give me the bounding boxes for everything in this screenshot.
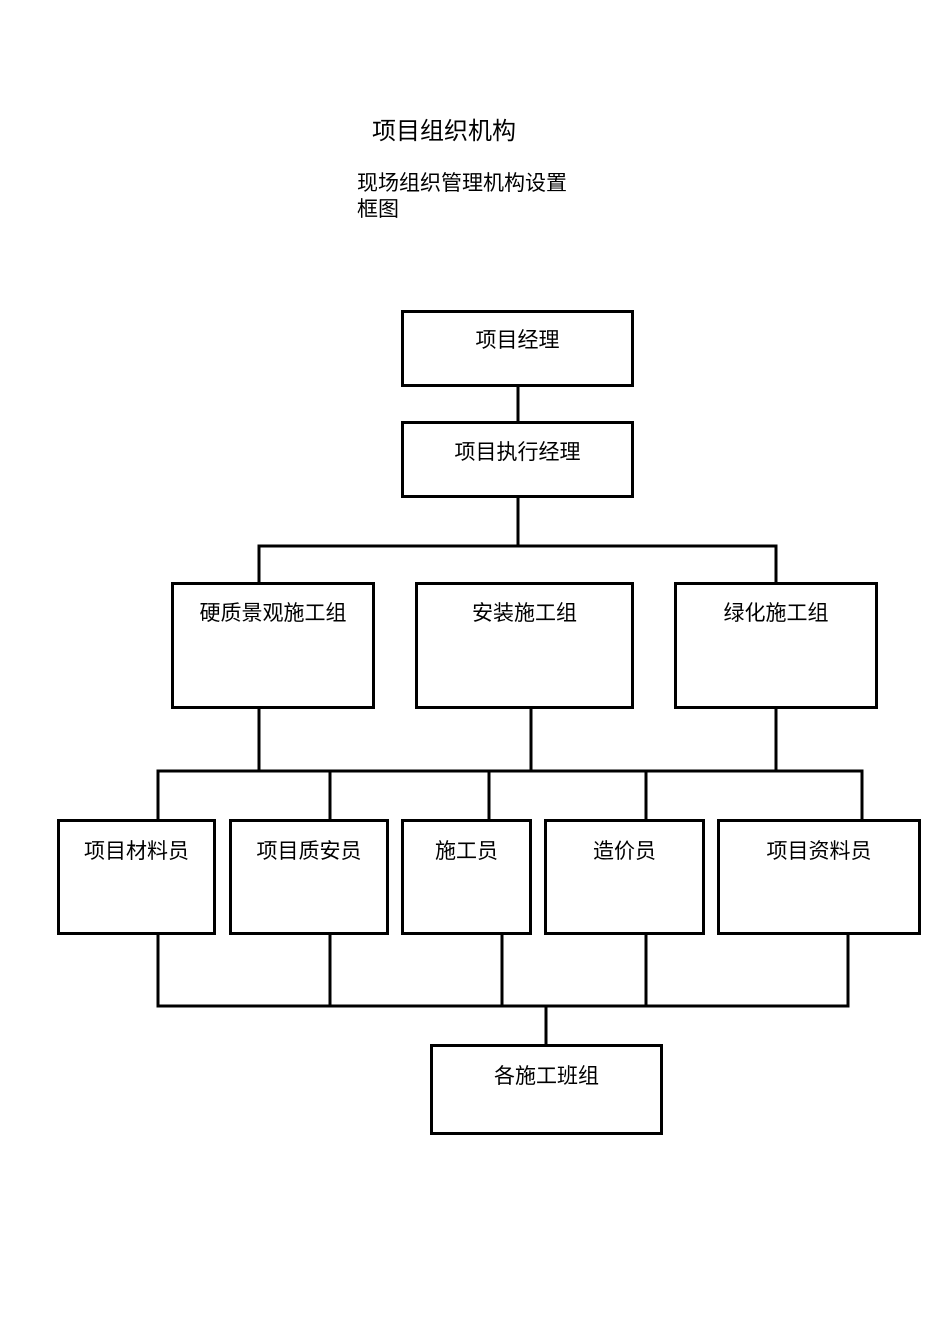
node-greening-team: 绿化施工组 [674, 582, 878, 709]
node-document-officer: 项目资料员 [717, 819, 921, 935]
node-hardscape-team: 硬质景观施工组 [171, 582, 375, 709]
node-label: 各施工班组 [494, 1064, 599, 1088]
node-executive-manager: 项目执行经理 [401, 421, 634, 498]
node-label: 施工员 [435, 839, 498, 863]
node-label: 项目质安员 [256, 839, 362, 863]
node-label: 项目资料员 [766, 839, 872, 863]
node-label: 项目执行经理 [454, 440, 581, 464]
node-materials-officer: 项目材料员 [57, 819, 216, 935]
node-project-manager: 项目经理 [401, 310, 634, 387]
node-label: 项目材料员 [84, 839, 189, 863]
node-installation-team: 安装施工组 [415, 582, 634, 709]
node-label: 硬质景观施工组 [199, 601, 347, 625]
node-label: 绿化施工组 [723, 601, 829, 625]
node-label: 造价员 [593, 839, 656, 863]
diagram-subtitle-line1: 现场组织管理机构设置 [357, 171, 567, 195]
page-title: 项目组织机构 [372, 117, 516, 145]
diagram-subtitle-line2: 框图 [357, 197, 399, 221]
node-construction-officer: 施工员 [401, 819, 532, 935]
node-label: 安装施工组 [472, 601, 577, 625]
node-work-crews: 各施工班组 [430, 1044, 663, 1135]
node-cost-officer: 造价员 [544, 819, 705, 935]
node-label: 项目经理 [475, 328, 560, 352]
node-quality-safety-officer: 项目质安员 [229, 819, 389, 935]
diagram-subtitle: 现场组织管理机构设置 框图 [357, 170, 567, 222]
